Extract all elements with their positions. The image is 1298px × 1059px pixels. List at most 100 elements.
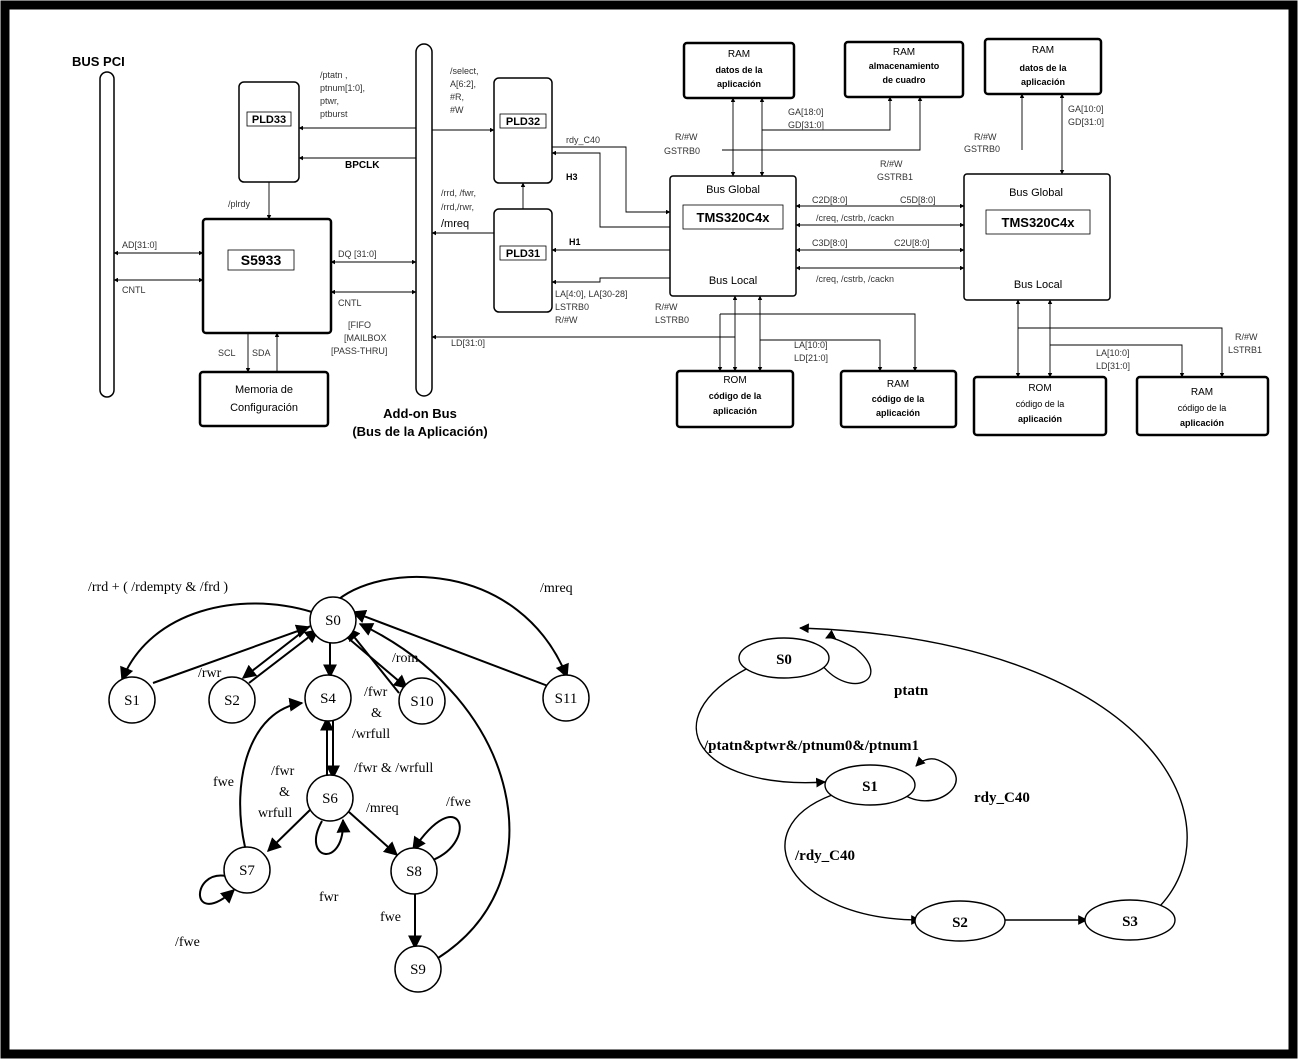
tms-left-inner <box>682 204 784 230</box>
fsm-right-s0-label: S0 <box>776 652 792 668</box>
rw-gstrb1-label-2: GSTRB1 <box>877 172 913 182</box>
ram-cuadro-line1: almacenamiento <box>869 61 940 71</box>
sda-label: SDA <box>252 348 271 358</box>
fsm-right-transitions <box>695 623 1188 925</box>
rom-left-title: ROM <box>723 375 746 386</box>
fsm-left-state-s7 <box>223 846 271 894</box>
fsm-left-s4-label: S4 <box>320 691 336 707</box>
fsm-left-transitions <box>120 575 569 959</box>
fsm-left-s8-label: S8 <box>406 864 422 880</box>
ld-label: LD[31:0] <box>451 338 485 348</box>
ga-gd-left-label-2: GD[31:0] <box>788 120 824 130</box>
block-connections <box>113 93 1225 378</box>
fsm-left-rrd-label: /rrd + ( /rdempty & /frd ) <box>88 580 228 595</box>
la-ld-left-label-2: LD[21:0] <box>794 353 828 363</box>
pld31-inner <box>499 245 547 261</box>
fsm-left-transition-labels: /rrd + ( /rdempty & /frd ) /mreq /rwr /r… <box>88 580 573 950</box>
ptatn-label-1: /ptatn , <box>320 70 348 80</box>
rrd-label-1: /rrd, /fwr, <box>441 188 476 198</box>
ram-code-left-line1: código de la <box>872 394 926 404</box>
s5933-box <box>201 217 333 335</box>
fsm-left-fwr-a-1: /fwr <box>364 685 388 700</box>
tms-right-inner <box>985 209 1091 235</box>
ram-cuadro-box <box>843 40 965 99</box>
fifo-label-3: [PASS-THRU] <box>331 346 387 356</box>
fsm-left-state-s1 <box>108 676 156 724</box>
ad-label: AD[31:0] <box>122 240 157 250</box>
fsm-left-state-labels: S0 S1 S2 S4 S10 S11 S6 S7 S8 S9 <box>124 613 577 978</box>
fsm-left-mreq-mid: /mreq <box>366 801 399 816</box>
fsm-right-states <box>738 637 1176 942</box>
fsm-left-s6-label: S6 <box>322 791 338 807</box>
fsm-left: S0 S1 S2 S4 S10 S11 S6 S7 S8 S9 /rrd + (… <box>88 575 590 993</box>
rw-gstrb1-label-1: R/#W <box>880 159 903 169</box>
fsm-left-mreq-top-label: /mreq <box>540 581 573 596</box>
ram-datos-1-title: RAM <box>728 49 750 60</box>
fsm-left-s2-label: S2 <box>224 693 240 709</box>
plrdy-label: /plrdy <box>228 199 251 209</box>
fsm-right-state-s2 <box>914 900 1006 942</box>
addon-bus-label: Add-on Bus <box>383 406 457 421</box>
pld32-inner <box>499 113 547 129</box>
ram-code-right-title: RAM <box>1191 387 1213 398</box>
tms-right-top: Bus Global <box>1009 187 1063 199</box>
ga-gd-left-label-1: GA[18:0] <box>788 107 824 117</box>
fsm-left-fwe-s8: /fwe <box>446 795 471 810</box>
cntl-left-label: CNTL <box>122 285 146 295</box>
fsm-right-rdy-label: rdy_C40 <box>974 790 1030 806</box>
la-label-3: R/#W <box>555 315 578 325</box>
fsm-left-state-s2 <box>208 676 256 724</box>
fsm-left-fwr: fwr <box>319 890 339 905</box>
fsm-right-ptatn-label: ptatn <box>894 683 929 699</box>
ga-gd-right-label-1: GA[10:0] <box>1068 104 1104 114</box>
la-label-1: LA[4:0], LA[30-28] <box>555 289 628 299</box>
select-label-4: #W <box>450 105 464 115</box>
s5933-label: S5933 <box>241 252 282 268</box>
fsm-left-rwr-label: /rwr <box>198 666 222 681</box>
fsm-right-transition-label: /ptatn&ptwr&/ptnum0&/ptnum1 <box>703 738 919 754</box>
ptatn-label-3: ptwr, <box>320 96 339 106</box>
la-label-2: LSTRB0 <box>555 302 589 312</box>
rom-left-line1: código de la <box>709 391 763 401</box>
s5933-inner <box>227 249 295 271</box>
fsm-right-state-s3 <box>1084 899 1176 941</box>
bus-pci-bar <box>99 71 115 398</box>
ram-cuadro-line2: de cuadro <box>882 75 926 85</box>
ram-datos-2-line2: aplicación <box>1021 77 1065 87</box>
ram-code-left-line2: aplicación <box>876 408 920 418</box>
ga-gd-right-label-2: GD[31:0] <box>1068 117 1104 127</box>
rw-lstrb0-label-1: R/#W <box>655 302 678 312</box>
fsm-left-fwr-a-2: & <box>371 706 382 721</box>
fsm-left-fwr-c-2: & <box>279 785 290 800</box>
block-diagram: BUS PCI Add-on Bus (Bus de la Aplicación… <box>72 37 1270 439</box>
fsm-left-fwr-c-3: wrfull <box>258 806 292 821</box>
la-ld-right-label-2: LD[31:0] <box>1096 361 1130 371</box>
rom-right-box <box>972 375 1108 437</box>
ram-datos-2-title: RAM <box>1032 45 1054 56</box>
fsm-right-nrdy-label: /rdy_C40 <box>794 848 855 864</box>
fsm-left-s9-label: S9 <box>410 962 426 978</box>
ptatn-label-4: ptburst <box>320 109 348 119</box>
ram-code-right-box <box>1135 375 1270 437</box>
rom-right-line1: código de la <box>1016 399 1065 409</box>
c5d-label: C5D[8:0] <box>900 195 936 205</box>
fsm-left-s0-label: S0 <box>325 613 341 629</box>
memoria-box <box>198 370 330 428</box>
bus-pci-label: BUS PCI <box>72 54 125 69</box>
rom-left-line2: aplicación <box>713 406 757 416</box>
fsm-left-state-s4 <box>304 674 352 722</box>
fsm-left-fwr-b: /fwr & /wrfull <box>354 761 433 776</box>
pld33-inner <box>246 111 292 127</box>
ram-cuadro-title: RAM <box>893 47 915 58</box>
fsm-left-fwe-s9: fwe <box>380 910 401 925</box>
pld33-box <box>238 81 300 183</box>
ram-datos-2-line1: datos de la <box>1019 63 1067 73</box>
fsm-right-transition-labels: ptatn /ptatn&ptwr&/ptnum0&/ptnum1 rdy_C4… <box>703 683 1030 864</box>
h1-label: H1 <box>569 237 581 247</box>
fsm-left-s7-label: S7 <box>239 863 255 879</box>
rw-gstrb0-left-label-2: GSTRB0 <box>664 146 700 156</box>
ram-datos-1-line1: datos de la <box>715 65 763 75</box>
fsm-right-s1-label: S1 <box>862 779 878 795</box>
